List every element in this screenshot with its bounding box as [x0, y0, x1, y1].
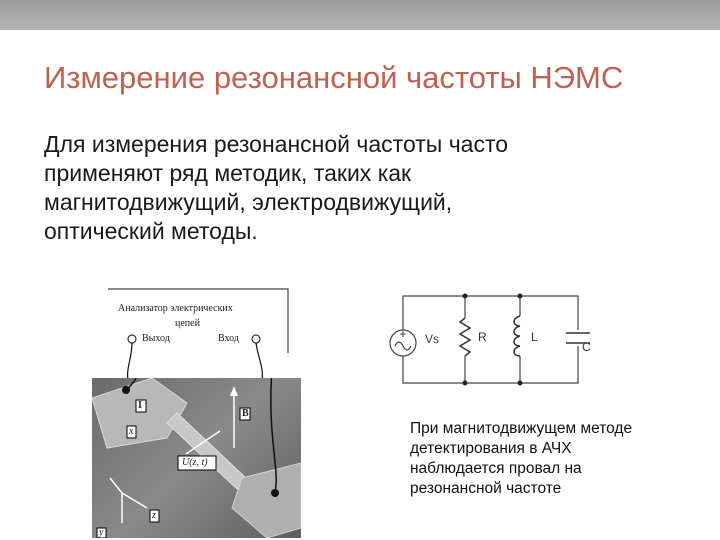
source-label: Vs — [425, 332, 439, 346]
inductor-icon — [513, 315, 521, 357]
y-axis-label: y — [99, 527, 104, 538]
z-axis-label: z — [152, 510, 156, 521]
analyzer-label-1: Анализатор электрических — [118, 303, 233, 314]
inductor-label: L — [531, 330, 538, 344]
analyzer-label-2: цепей — [175, 318, 200, 329]
input-label: Вход — [218, 333, 239, 344]
x-axis-label: x — [129, 426, 134, 437]
body-line: оптический методы. — [44, 218, 258, 244]
output-label: Выход — [142, 333, 170, 344]
body-text: Для измерения резонансной частоты часто … — [44, 130, 644, 246]
resistor-label: R — [478, 330, 487, 344]
top-bar — [0, 0, 720, 30]
input-terminal-icon — [251, 334, 261, 344]
body-line: магнитодвижущий, электродвижущий, — [44, 189, 453, 215]
resistor-icon — [458, 317, 472, 357]
sem-image: I B x z y U(z, t) — [92, 378, 301, 538]
output-terminal-icon — [127, 334, 137, 344]
body-line: применяют ряд методик, таких как — [44, 160, 412, 186]
field-label: B — [242, 408, 249, 419]
current-label: I — [138, 400, 142, 411]
circuit-svg: Vs R L C — [389, 293, 591, 386]
analyzer-box — [108, 288, 289, 381]
caption-line: При магнитодвижущем методе — [410, 420, 633, 437]
displacement-label: U(z, t) — [182, 457, 208, 468]
nanobeam-drawing — [92, 378, 301, 538]
voltage-source-icon — [389, 329, 417, 357]
body-line: Для измерения резонансной частоты часто — [44, 131, 509, 157]
caption-line: детектирования в АЧХ — [410, 440, 572, 457]
nems-setup-figure: Анализатор электрических цепей Выход Вхо… — [88, 288, 303, 538]
rlc-circuit-diagram: Vs R L C — [383, 288, 593, 398]
slide-title: Измерение резонансной частоты НЭМС — [44, 60, 624, 95]
caption-line: резонансной частоте — [410, 480, 562, 497]
capacitor-label: C — [582, 340, 591, 354]
caption-text: При магнитодвижущем методе детектировани… — [410, 419, 700, 499]
caption-line: наблюдается провал на — [410, 460, 582, 477]
